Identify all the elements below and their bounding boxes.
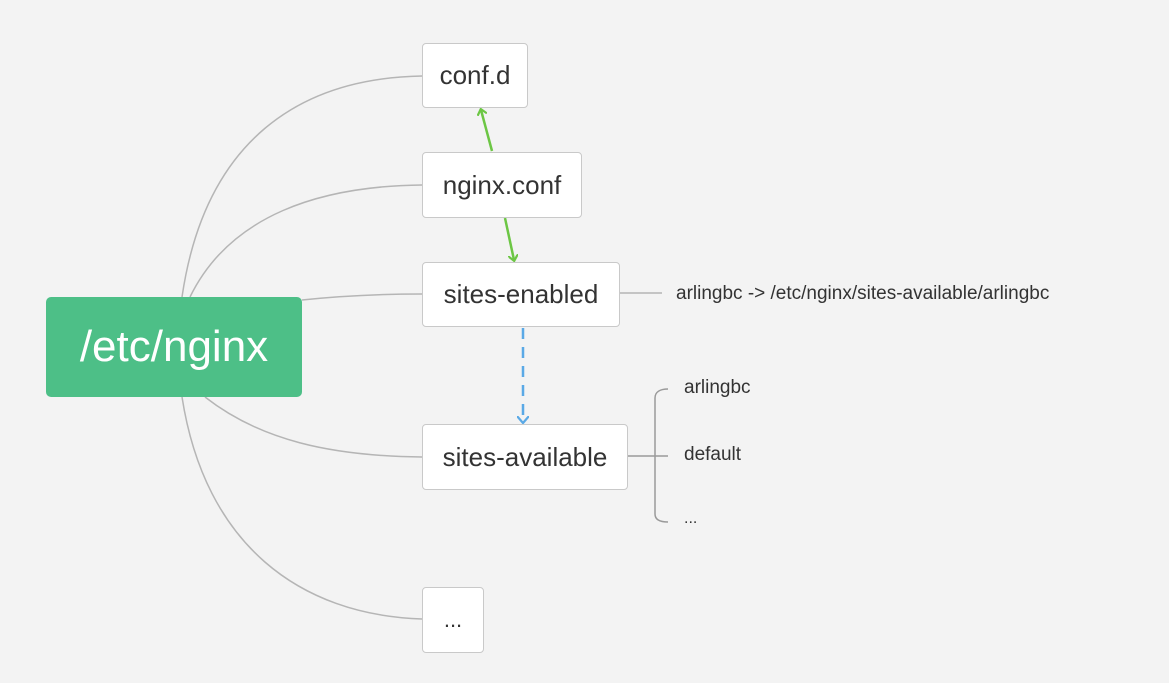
branch-conf-d	[181, 75, 423, 298]
list-bracket	[628, 388, 669, 523]
relation-arrow-to-sites-enabled	[503, 217, 514, 260]
node-more[interactable]: ...	[422, 587, 484, 653]
branch-more	[181, 396, 423, 620]
branch-sites-enabled	[301, 293, 423, 301]
list-item-more: ...	[684, 510, 698, 527]
symlink-note: arlingbc -> /etc/nginx/sites-available/a…	[676, 283, 1050, 304]
list-item-arlingbc: arlingbc	[684, 377, 751, 398]
branch-sites-available	[204, 396, 423, 458]
node-sites-available[interactable]: sites-available	[422, 424, 628, 490]
root-node[interactable]: /etc/nginx	[46, 297, 302, 397]
branch-nginx-conf	[189, 184, 423, 298]
node-nginx-conf[interactable]: nginx.conf	[422, 152, 582, 218]
relation-arrow-to-conf-d	[481, 110, 494, 152]
node-conf-d[interactable]: conf.d	[422, 43, 528, 108]
node-sites-enabled[interactable]: sites-enabled	[422, 262, 620, 327]
list-item-default: default	[684, 444, 742, 465]
